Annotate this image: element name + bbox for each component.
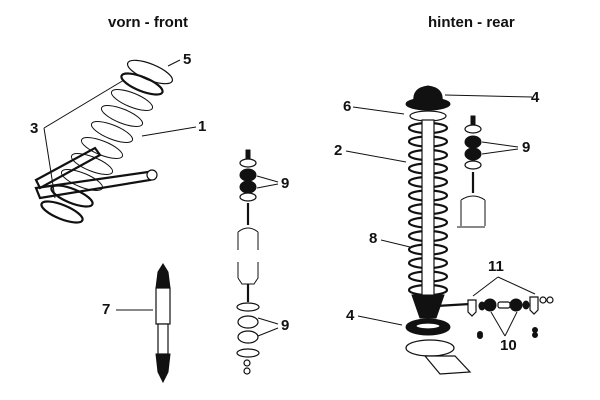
front-spring-coil [90,121,134,143]
front-spring-coil [110,89,154,111]
front-spring-coil [80,137,124,159]
front-spring-coil [70,153,114,175]
callout-rear-upper-cup: 4 [531,89,540,106]
callout-rear-spacer-ring: 6 [343,98,352,115]
front-spring-coil [40,200,84,224]
rear-link-assembly [467,296,554,339]
leader-8 [380,239,411,248]
leader-3a [43,79,125,129]
front-spring-coil [120,72,164,96]
front-spring-coils [40,72,164,224]
callout-front-bushings-lower: 9 [281,317,290,334]
front-coil-spring [40,59,174,224]
front-spring-coil [100,105,144,127]
leader-4a [444,94,533,98]
leader-3b [43,127,56,199]
rear-upper-bushing-stack [457,115,486,228]
wishbone-upper-arm [34,146,102,190]
wishbone-bush [146,169,158,181]
front-shock-absorber [155,263,171,384]
callout-front-spring-top-pad: 5 [183,51,192,68]
callout-rear-coilover: 8 [369,230,378,247]
front-upper-bushing-stack [237,149,259,250]
leader-9c-1 [481,141,519,148]
leader-9a-2 [256,183,279,189]
leader-6 [352,106,405,115]
front-spring-coil [50,184,94,208]
leader-9b-2 [257,327,279,337]
rear-section-title: hinten - rear [428,14,515,31]
leader-1 [141,126,197,137]
callout-front-shock-absorber: 7 [102,301,111,318]
callout-rear-bushes: 10 [500,337,517,354]
front-section-title: vorn - front [108,14,188,31]
callout-front-bushings-upper: 9 [281,175,290,192]
nut [245,149,251,159]
front-spring-top-pad [126,59,174,85]
leader-4b [357,315,403,326]
callout-front-spring-seat-pads: 3 [30,120,39,137]
callout-rear-lower-seat: 4 [346,307,355,324]
leader-11a [472,276,499,297]
callout-rear-eye-ends: 11 [488,258,504,275]
front-lower-bushing-stack [236,262,260,375]
bush-right [509,298,523,312]
leader-11b [497,276,536,295]
leader-9a-1 [256,175,279,183]
leader-9c-2 [481,148,519,155]
front-wishbone [34,146,158,200]
rear-lower-seat [405,318,472,375]
leader-2 [345,150,407,163]
rear-coilover [405,85,471,319]
callout-front-spring: 1 [198,118,207,135]
leader-5 [167,59,181,67]
callout-rear-spring: 2 [334,142,343,159]
callout-rear-bushings: 9 [522,139,531,156]
eye-end-right [529,296,539,315]
leader-10a [490,311,506,337]
bush-left [483,298,497,312]
eye-end-left [467,299,477,317]
leader-9b-1 [257,317,279,325]
leader-10b [504,311,518,337]
